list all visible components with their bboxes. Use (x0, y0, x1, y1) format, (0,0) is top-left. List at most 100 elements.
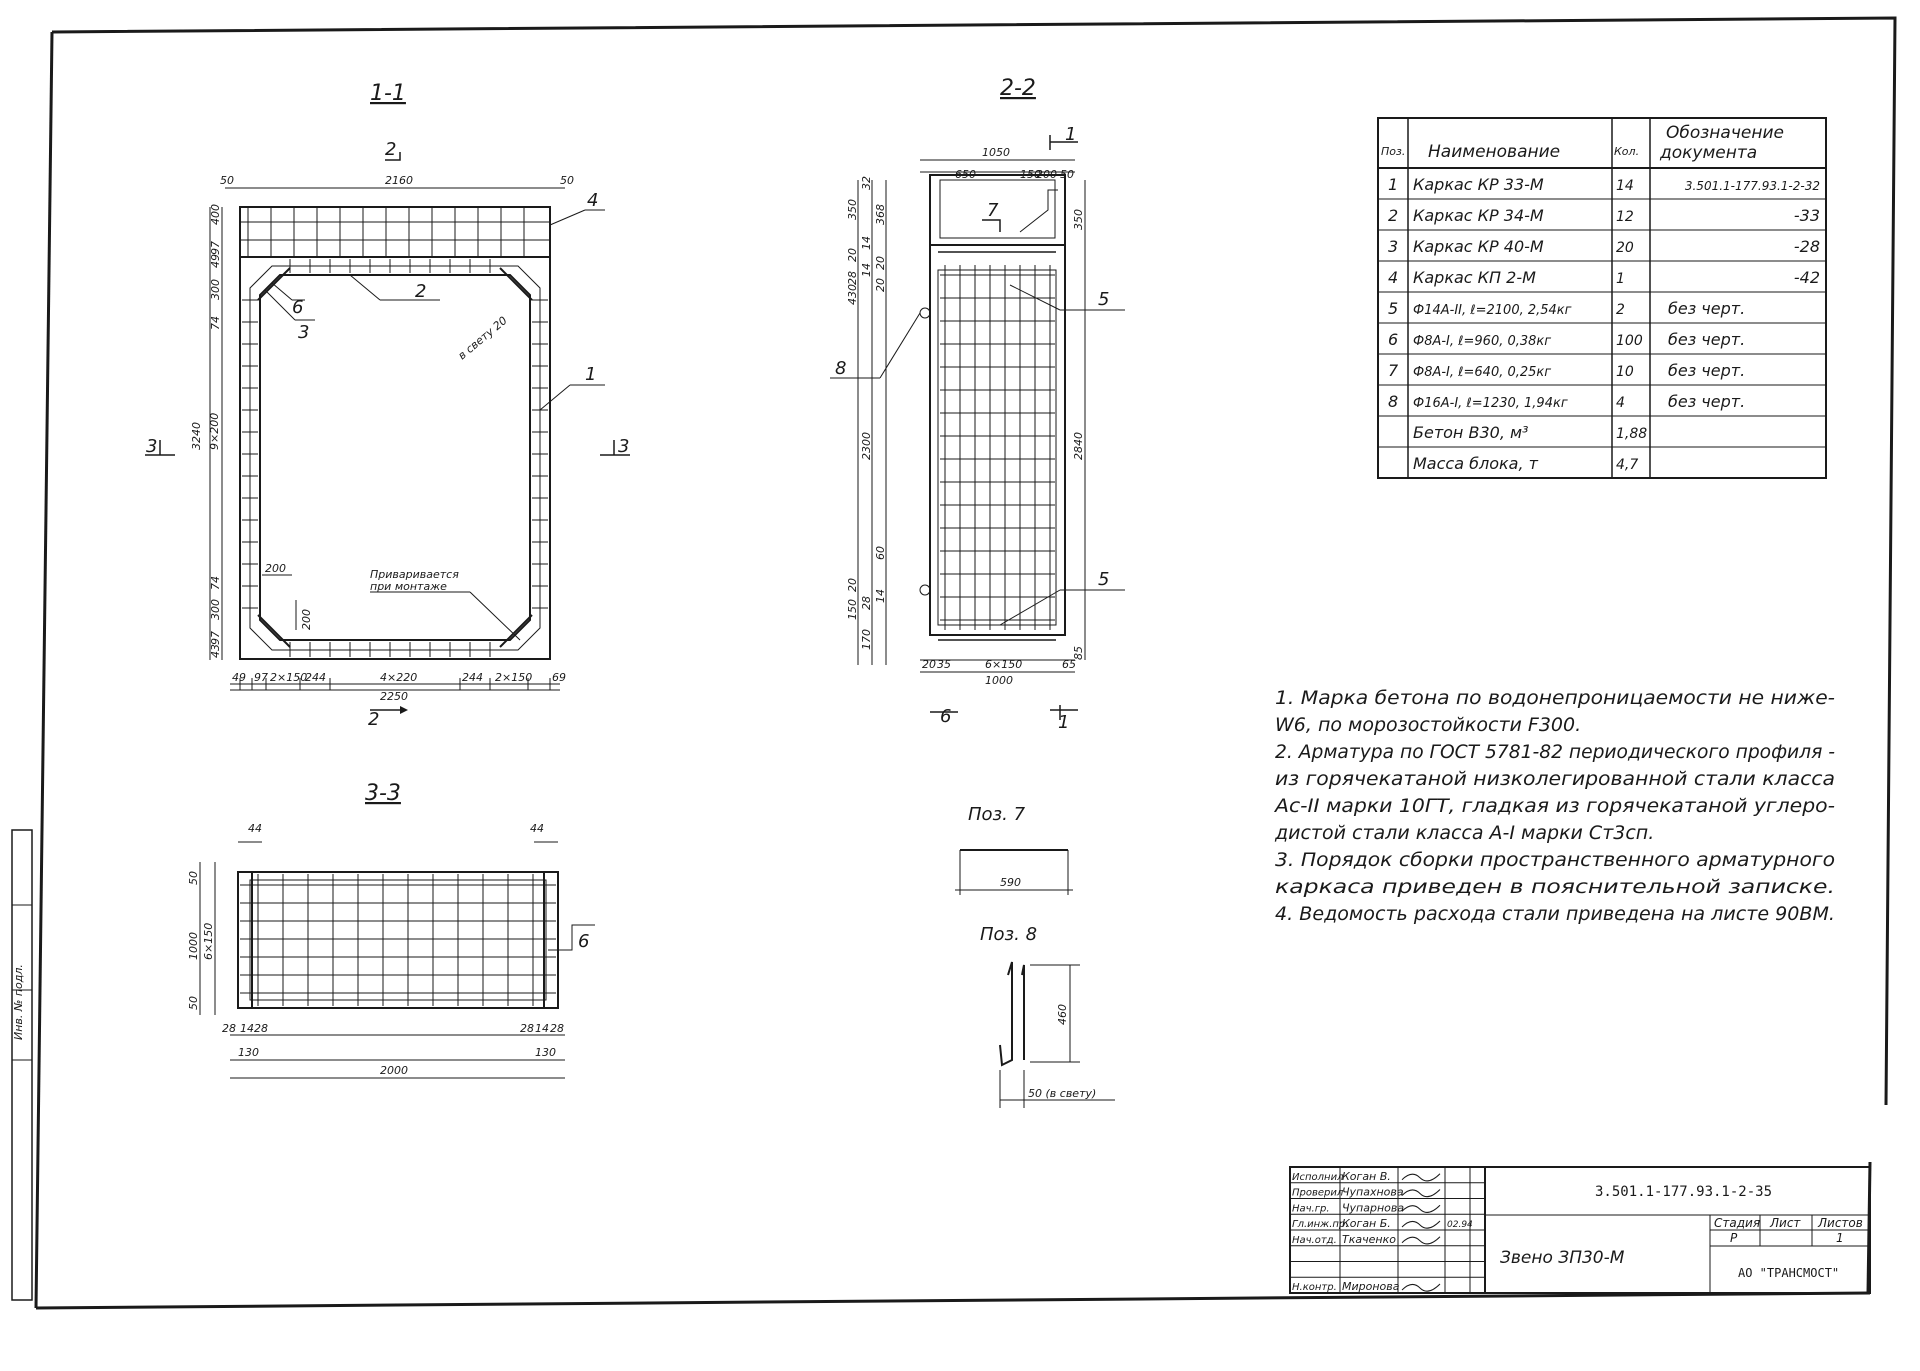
callout-7: 7 (987, 200, 999, 221)
section-3-3-rebar-grid (240, 872, 556, 1008)
pos8-dim: 460 (1056, 1004, 1069, 1025)
spec-cell-name: Каркас КП 2-М (1413, 268, 1536, 287)
spec-cell-pos: 2 (1388, 206, 1398, 225)
spec-cell-name: Каркас КР 40-М (1413, 237, 1544, 256)
dim-22-top-part: 150 (1020, 168, 1041, 181)
dim-22-bottom-part: 65 (1062, 658, 1076, 671)
spec-cell-name: Бетон В30, м³ (1413, 423, 1528, 442)
callout-8: 8 (835, 358, 846, 379)
tb-stage: Р (1730, 1231, 1738, 1245)
callout-5b: 5 (1098, 569, 1109, 590)
dim-22-left-part: 32 (860, 176, 873, 190)
bar-8-end (919, 307, 931, 319)
spec-header-doc: документа (1659, 143, 1757, 163)
spec-cell-doc: без черт. (1668, 299, 1745, 318)
dim-11-bottom-part: 97 (254, 671, 268, 684)
dim-33-bottom-130: 130 (535, 1046, 556, 1059)
dim-11-bottom-part: 2×150 (495, 671, 532, 684)
dim-22-left-part: 20 (846, 248, 859, 262)
dim-22-left-part: 14 (860, 236, 873, 250)
tb-sheets-header: Листов (1817, 1216, 1863, 1230)
dim-11-left-part: 300 (209, 599, 222, 620)
dim-11-left-part: 300 (209, 279, 222, 300)
tb-signature (1401, 1220, 1441, 1229)
dim-11-bottom-part: 2×150 (270, 671, 307, 684)
callout-6b: 6 (578, 931, 589, 952)
dim-22-left-part: 14 (874, 589, 887, 603)
callout-1: 1 (585, 364, 596, 385)
cut-mark-1-bottom: 1 (1058, 712, 1069, 733)
dim-22-left-part: 2300 (860, 432, 873, 460)
dim-22-top-part: 200 (1036, 168, 1057, 181)
section-2-2-rebar-grid (919, 251, 1056, 641)
dim-22-left-part: 28 (846, 271, 859, 285)
section-title-2-2: 2-2 (1000, 76, 1036, 101)
section-title-1-1: 1-1 (370, 81, 406, 106)
callout-3: 3 (298, 322, 309, 343)
tb-name: Чупарнова (1342, 1201, 1404, 1214)
spec-cell-pos: 1 (1388, 175, 1398, 194)
spec-cell-qty: 10 (1616, 364, 1634, 380)
dim-11-left-part: 400 (209, 204, 222, 225)
tb-name: Коган В. (1342, 1170, 1391, 1183)
dim-11-bottom-part: 49 (232, 671, 246, 684)
section-1-1-stirrups (242, 259, 548, 657)
dim-22-left-part: 430 (846, 284, 859, 305)
dim-22-left-part: 368 (874, 204, 887, 225)
tb-name: Чупахнова (1342, 1186, 1404, 1199)
pos7-dim: 590 (1000, 876, 1021, 889)
dim-33-top-left: 44 (248, 822, 262, 835)
note-line: 2. Арматура по ГОСТ 5781-82 периодическо… (1275, 741, 1835, 763)
cut-mark-2-top: 2 (385, 139, 396, 160)
dim-22-left-part: 20 (874, 256, 887, 270)
spec-cell-name: Ф14А-II, ℓ=2100, 2,54кг (1413, 303, 1572, 318)
tb-date: 02.94 (1447, 1220, 1473, 1230)
dim-11-bottom-total: 2250 (380, 690, 408, 703)
weld-annotation-line1: Приваривается (370, 568, 459, 581)
spec-cell-qty: 20 (1616, 240, 1634, 256)
dim-33-bottom-part: 28 (254, 1022, 268, 1035)
dim-22-bottom-total: 1000 (985, 674, 1013, 687)
dim-22-right-part: 350 (1072, 209, 1085, 230)
spec-cell-qty: 1 (1616, 271, 1625, 287)
note-line: каркаса приведен в пояснительной записке… (1275, 876, 1835, 898)
spec-cell-doc: -28 (1794, 237, 1820, 256)
callout-5a: 5 (1098, 289, 1109, 310)
tb-signature (1401, 1283, 1441, 1292)
dim-11-left-part: 43 (209, 644, 222, 658)
spec-header-doc: Обозначение (1666, 123, 1784, 143)
tb-role: Н.контр. (1292, 1282, 1337, 1293)
dim-22-left-part: 20 (846, 578, 859, 592)
note-line: W6, по морозостойкости F300. (1275, 714, 1581, 736)
dim-33-left-part: 1000 (187, 932, 200, 960)
spec-cell-qty: 14 (1616, 178, 1634, 194)
cut-mark-2-bottom: 2 (368, 709, 379, 730)
pos7-label: Поз. 7 (968, 804, 1026, 825)
dim-22-left-part: 20 (874, 278, 887, 292)
section-title-3-3: 3-3 (365, 781, 401, 806)
dim-11-left-part: 74 (209, 576, 222, 590)
dim-11-left-part: 74 (209, 316, 222, 330)
tb-sheets: 1 (1836, 1231, 1844, 1245)
dim-22-left-part: 350 (846, 199, 859, 220)
tb-name: Ткаченко (1342, 1233, 1396, 1246)
clear-annotation: в свету 20 (456, 314, 510, 362)
notes: 1. Марка бетона по водонепроницаемости н… (1273, 687, 1835, 925)
dim-33-left-part: 6×150 (202, 923, 215, 960)
dim-11-bottom-part: 244 (305, 671, 326, 684)
tb-role: Нач.гр. (1292, 1203, 1330, 1214)
spec-cell-name: Масса блока, т (1413, 454, 1539, 473)
dim-11-bottom-part: 244 (462, 671, 483, 684)
callout-2: 2 (415, 281, 426, 302)
dim-22-left-part: 170 (860, 629, 873, 650)
spec-header-qty: Кол. (1614, 145, 1639, 158)
side-stamp-text: Инв. № подл. (12, 964, 25, 1040)
cut-mark-3-left: 3 (146, 436, 157, 457)
